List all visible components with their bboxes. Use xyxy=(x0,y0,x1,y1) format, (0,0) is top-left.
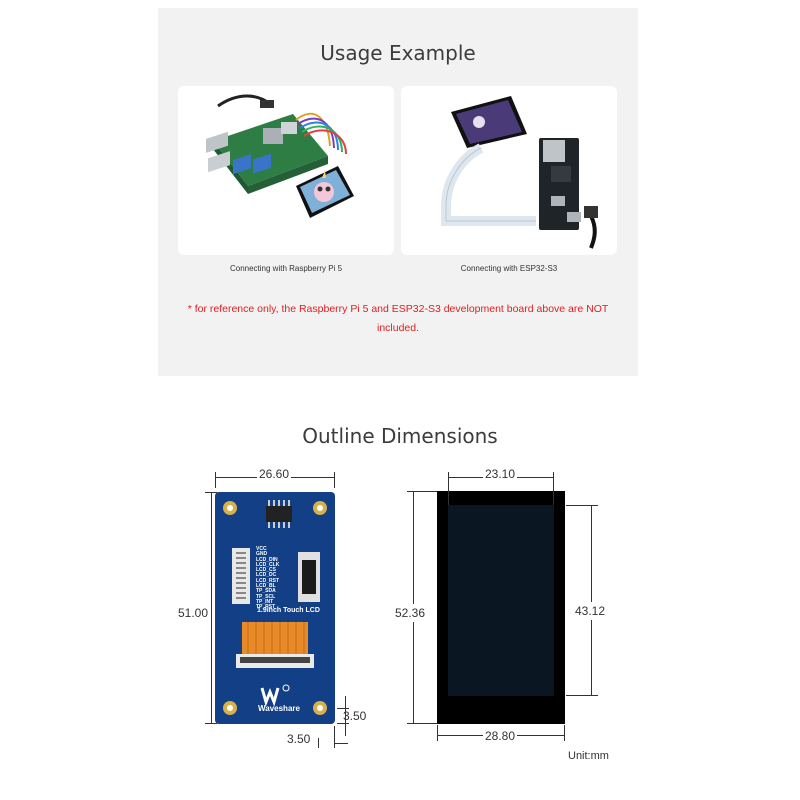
screen-bottom-tick-left xyxy=(437,725,438,741)
hole-y-line xyxy=(345,696,346,736)
usage-example-title: Usage Example xyxy=(320,41,476,65)
pin-label: GND xyxy=(256,551,268,558)
screen-inner-height-label: 43.12 xyxy=(575,602,606,620)
board-width-label: 26.60 xyxy=(257,467,292,481)
ic-chip xyxy=(266,506,292,522)
screen-top-width-label: 23.10 xyxy=(483,467,518,481)
esp32-caption: Connecting with ESP32-S3 xyxy=(460,264,558,273)
board-width-tick-right xyxy=(334,472,335,488)
hole-x-tick-a xyxy=(318,738,319,748)
screen-outer-tick-bottom xyxy=(407,723,437,724)
lcd-screen-active-area xyxy=(448,505,554,696)
board-height-label: 51.00 xyxy=(178,604,209,622)
board-height-tick-top xyxy=(205,492,217,493)
pin-label: TP_SCL xyxy=(256,593,276,600)
pin-label: LCD_RST xyxy=(256,577,280,584)
hole-x-line xyxy=(334,743,348,744)
pin-label: TP_RST xyxy=(256,604,276,611)
mounting-holes xyxy=(223,501,327,715)
hole-offset-y-label: 3.50 xyxy=(343,709,367,723)
pin-label: LCD_CS xyxy=(256,567,277,574)
pin-label: LCD_CLK xyxy=(256,561,280,568)
hole-y-tick-a xyxy=(337,708,349,709)
screen-inner-height-line xyxy=(591,505,592,696)
pin-header xyxy=(232,548,250,604)
esp32-illustration xyxy=(441,96,598,249)
hole-y-tick-b xyxy=(337,723,349,724)
screen-top-tick-left xyxy=(448,472,449,505)
esp32-photo xyxy=(401,86,617,255)
screen-outer-tick-top xyxy=(407,491,437,492)
pin-label: TP_SDA xyxy=(256,588,276,595)
unit-label: Unit:mm xyxy=(568,750,609,762)
outline-dimensions-title: Outline Dimensions xyxy=(302,424,498,448)
pin-label: TP_INT xyxy=(256,598,274,605)
board-height-line xyxy=(211,492,212,724)
screen-outer-height-label: 52.36 xyxy=(395,604,426,622)
screen-top-tick-right xyxy=(553,472,554,505)
pin-label: LCD_DC xyxy=(256,572,277,579)
board-silkscreen-title: 1.9inch Touch LCD xyxy=(257,607,320,614)
pin-label: VCC xyxy=(256,546,267,552)
pin-label: LCD_DIN xyxy=(256,556,278,563)
usage-example-panel: Usage Example xyxy=(158,8,638,376)
raspberry-pi-illustration xyxy=(206,94,354,218)
screen-inner-tick-top xyxy=(566,505,598,506)
disclaimer-note: * for reference only, the Raspberry Pi 5… xyxy=(187,303,609,334)
pin-label: LCD_BL xyxy=(256,583,276,590)
screen-bottom-width-label: 28.80 xyxy=(483,729,518,743)
hole-offset-x-label: 3.50 xyxy=(287,732,311,746)
raspberry-pi-photo xyxy=(178,86,394,255)
board-width-tick-left xyxy=(215,472,216,488)
board-height-tick-bottom xyxy=(205,723,217,724)
fpc-ribbon xyxy=(242,622,308,660)
brand-label: Waveshare xyxy=(258,704,300,713)
hole-x-tick-b xyxy=(334,726,335,748)
screen-bottom-tick-right xyxy=(564,725,565,741)
waveshare-logo-icon xyxy=(260,684,290,707)
raspberry-pi-caption: Connecting with Raspberry Pi 5 xyxy=(229,264,343,273)
screen-inner-tick-bottom xyxy=(566,695,598,696)
